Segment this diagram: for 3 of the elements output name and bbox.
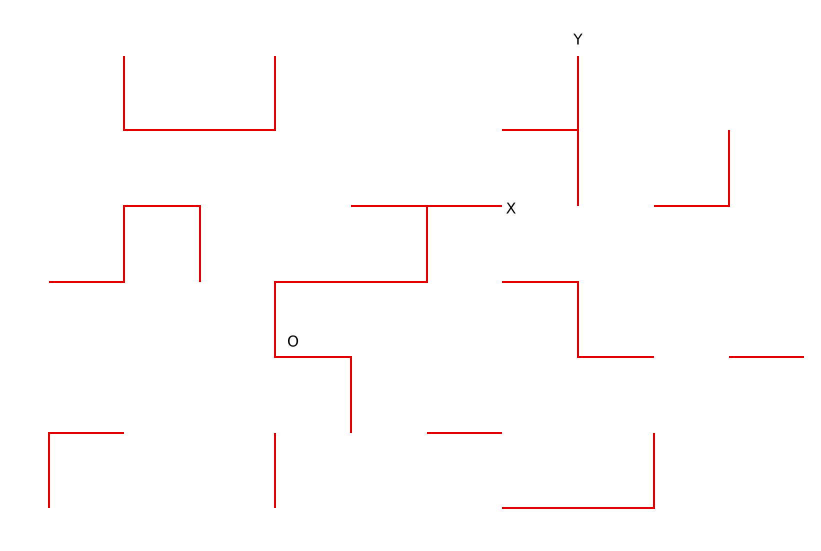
point-label: Y [573, 32, 583, 48]
point-label: X [506, 202, 516, 216]
point-label: O [287, 334, 299, 350]
